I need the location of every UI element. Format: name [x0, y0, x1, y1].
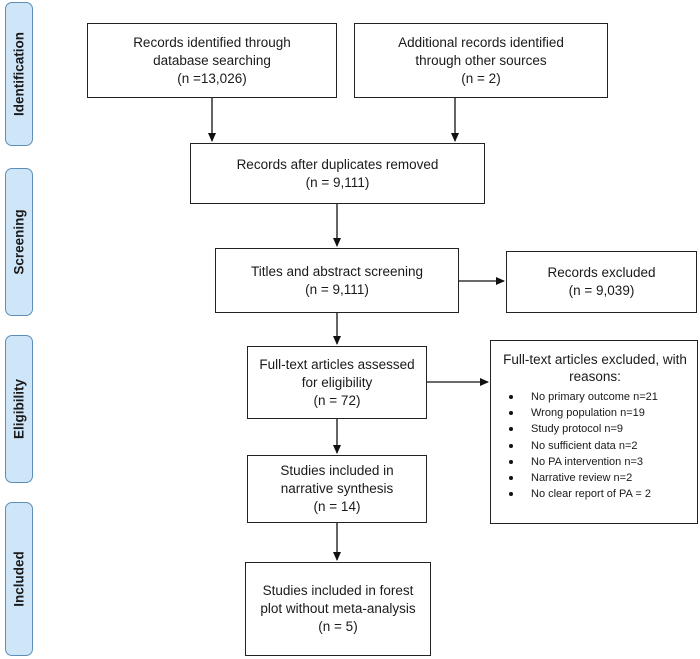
exclusion-reasons-list: No primary outcome n=21 Wrong population… — [501, 389, 689, 502]
box-other-sources: Additional records identified through ot… — [354, 23, 608, 98]
fulltext-line3: (n = 72) — [313, 392, 361, 408]
box-records-excluded: Records excluded (n = 9,039) — [506, 251, 697, 313]
db-search-line2: database searching — [153, 52, 271, 68]
records-excluded-line2: (n = 9,039) — [568, 283, 635, 298]
list-item: No PA intervention n=3 — [501, 454, 689, 470]
phase-eligibility: Eligibility — [5, 335, 33, 483]
fulltext-line1: Full-text articles assessed — [259, 356, 415, 372]
list-item: No clear report of PA = 2 — [501, 486, 689, 502]
fulltext-line2: for eligibility — [301, 374, 373, 390]
list-item: Wrong population n=19 — [501, 405, 689, 421]
list-item: No sufficient data n=2 — [501, 438, 689, 454]
dedup-line2: (n = 9,111) — [305, 174, 370, 190]
fulltext-excluded-heading2: reasons: — [569, 369, 621, 384]
forest-line3: (n = 5) — [318, 619, 358, 634]
phase-identification: Identification — [5, 2, 33, 146]
other-sources-line3: (n = 2) — [461, 70, 501, 86]
narrative-line1: Studies included in — [280, 463, 394, 478]
box-title-abstract-screening: Titles and abstract screening (n = 9,111… — [215, 248, 459, 313]
box-fulltext-assessed: Full-text articles assessed for eligibil… — [247, 346, 427, 419]
db-search-line3: (n =13,026) — [177, 70, 247, 86]
records-excluded-line1: Records excluded — [547, 265, 656, 280]
forest-line1: Studies included in forest — [262, 583, 414, 598]
list-item: Narrative review n=2 — [501, 470, 689, 486]
forest-line2: plot without meta-analysis — [260, 601, 416, 616]
list-item: No primary outcome n=21 — [501, 389, 689, 405]
fulltext-excluded-heading1: Full-text articles excluded, with — [503, 352, 687, 367]
box-narrative-synthesis: Studies included in narrative synthesis … — [247, 455, 427, 523]
other-sources-line2: through other sources — [415, 52, 547, 68]
dedup-line1: Records after duplicates removed — [236, 156, 439, 172]
other-sources-line1: Additional records identified — [398, 34, 564, 50]
narrative-line2: narrative synthesis — [280, 481, 394, 496]
phase-included: Included — [5, 502, 33, 656]
db-search-line1: Records identified through — [133, 34, 291, 50]
box-database-search: Records identified through database sear… — [87, 23, 337, 98]
box-fulltext-excluded: Full-text articles excluded, with reason… — [490, 340, 698, 524]
box-duplicates-removed: Records after duplicates removed (n = 9,… — [190, 143, 485, 204]
title-screen-line1: Titles and abstract screening — [250, 263, 424, 279]
narrative-line3: (n = 14) — [313, 499, 361, 514]
list-item: Study protocol n=9 — [501, 421, 689, 437]
phase-screening: Screening — [5, 168, 33, 316]
title-screen-line2: (n = 9,111) — [305, 281, 369, 297]
box-forest-plot: Studies included in forest plot without … — [245, 562, 431, 656]
